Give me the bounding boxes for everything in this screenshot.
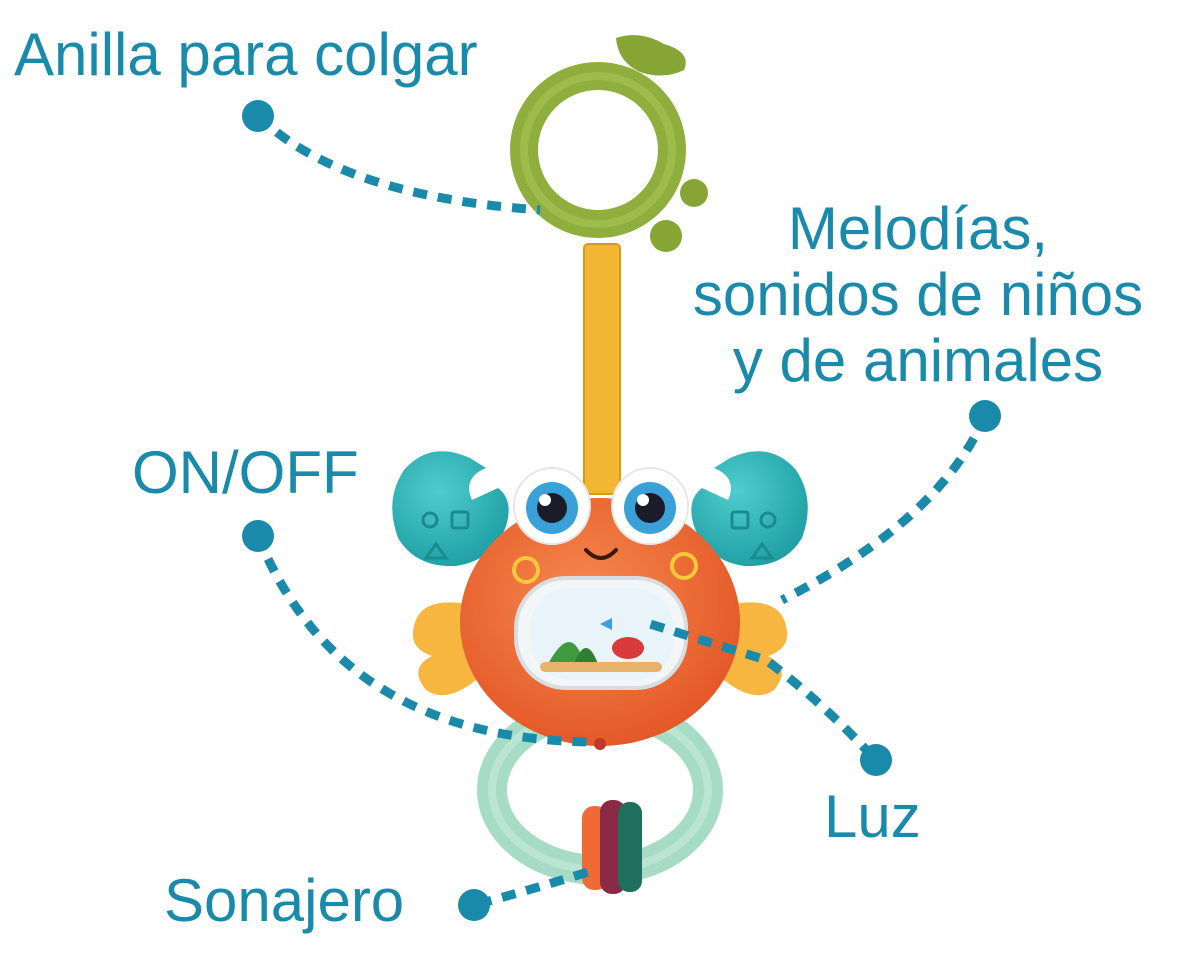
hanging-ring — [510, 35, 708, 252]
callout-lines — [253, 112, 990, 909]
label-hanging-ring: Anilla para colgar — [14, 21, 478, 88]
dot-light — [860, 744, 892, 776]
dot-rattle — [458, 889, 490, 921]
leader-hanging-ring — [254, 112, 541, 215]
on-off-switch — [594, 738, 606, 750]
label-rattle: Sonajero — [164, 867, 405, 934]
rattle-beads — [582, 800, 642, 894]
label-melodies-line-1: Melodías, — [787, 195, 1049, 262]
fabric-strap — [583, 243, 621, 495]
label-light: Luz — [824, 783, 921, 850]
crab-claws — [392, 451, 808, 567]
leader-melodies — [779, 414, 990, 605]
label-melodies: Melodías, sonidos de niños y de animales — [676, 196, 1160, 394]
callout-dots — [242, 100, 1001, 921]
label-melodies-line-3: y de animales — [732, 327, 1104, 394]
label-on-off: ON/OFF — [132, 439, 359, 506]
dot-melodies — [969, 400, 1001, 432]
leader-light — [648, 619, 876, 760]
crab-eyes — [513, 467, 689, 545]
crab-smile — [584, 548, 618, 560]
dot-on-off — [242, 520, 274, 552]
leader-on-off — [253, 534, 595, 747]
label-melodies-line-2: sonidos de niños — [692, 261, 1144, 328]
dot-hanging-ring — [242, 100, 274, 132]
light-window — [514, 576, 688, 690]
leaf-clasp — [616, 35, 686, 76]
